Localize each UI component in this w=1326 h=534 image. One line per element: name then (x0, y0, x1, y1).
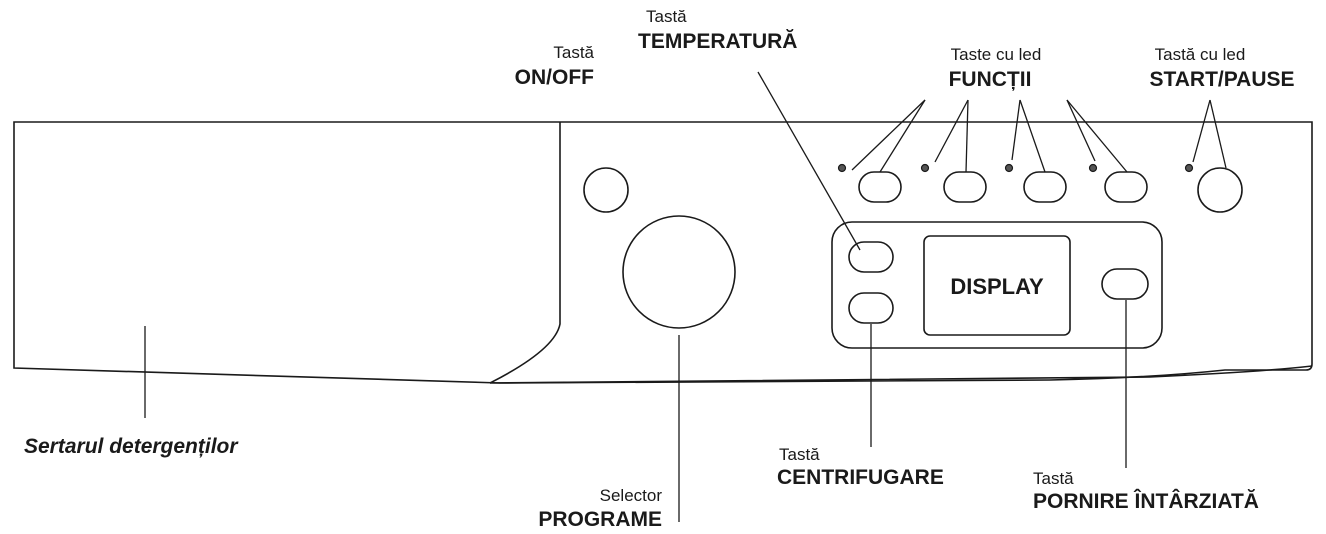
label-centrifugare: CENTRIFUGARE (777, 466, 944, 489)
function-led-1 (837, 163, 847, 173)
leader-functii-4b (1066, 99, 1128, 173)
leader-start-a (1192, 99, 1211, 163)
control-panel-outline (13, 121, 1313, 384)
function-led-4 (1088, 163, 1098, 173)
function-led-2 (920, 163, 930, 173)
display-label: DISPLAY (950, 274, 1044, 299)
label-on-off-small: Tastă (553, 43, 594, 62)
spin-button[interactable] (848, 292, 894, 324)
function-led-3 (1004, 163, 1014, 173)
leader-functii-3b (1019, 99, 1046, 173)
label-sertar: Sertarul detergenților (24, 435, 239, 458)
temperature-button[interactable] (848, 241, 894, 273)
leader-start-b (1209, 99, 1227, 169)
leader-functii-1b (879, 99, 926, 173)
control-panel-bottom-edge (489, 365, 1313, 384)
label-pornire-small: Tastă (1033, 469, 1074, 488)
label-centrifugare-small: Tastă (779, 445, 820, 464)
leader-functii-3a (1011, 99, 1021, 161)
label-temperatura: TEMPERATURĂ (638, 30, 797, 53)
leader-temperatura (757, 71, 861, 251)
leader-functii-2a (934, 99, 969, 163)
leader-functii-2b (965, 99, 969, 173)
start-pause-led (1184, 163, 1194, 173)
label-functii: FUNCȚII (949, 68, 1032, 91)
label-programe-small: Selector (600, 486, 663, 505)
detergent-drawer-edge (489, 122, 561, 384)
label-pornire: PORNIRE ÎNTÂRZIATĂ (1033, 489, 1259, 513)
label-on-off: ON/OFF (515, 66, 594, 89)
label-programe: PROGRAME (538, 508, 662, 531)
label-start-pause: START/PAUSE (1149, 68, 1294, 91)
function-button-2[interactable] (943, 171, 987, 203)
function-button-3[interactable] (1023, 171, 1067, 203)
start-pause-button[interactable] (1197, 167, 1243, 213)
label-start-pause-small: Tastă cu led (1155, 45, 1246, 64)
display-screen (923, 235, 1071, 336)
leader-functii-1a (851, 99, 926, 171)
label-temperatura-small: Tastă (646, 7, 687, 26)
delay-start-button[interactable] (1101, 268, 1149, 300)
program-selector-knob[interactable] (622, 215, 736, 329)
function-button-4[interactable] (1104, 171, 1148, 203)
label-functii-small: Taste cu led (951, 45, 1042, 64)
function-button-1[interactable] (858, 171, 902, 203)
leader-functii-4a (1066, 99, 1096, 162)
on-off-button[interactable] (583, 167, 629, 213)
